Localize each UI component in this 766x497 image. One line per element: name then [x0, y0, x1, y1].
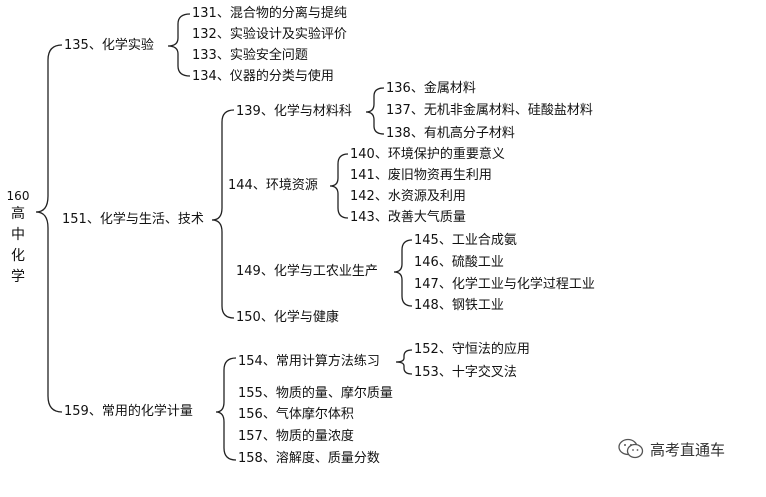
node-136: 136、金属材料: [386, 81, 476, 96]
brace-149: [393, 239, 413, 307]
watermark-text: 高考直通车: [650, 440, 726, 459]
node-135: 135、化学实验: [64, 38, 154, 53]
node-154: 154、常用计算方法练习: [238, 354, 380, 369]
node-157: 157、物质的量浓度: [238, 429, 354, 444]
brace-151: [211, 109, 235, 319]
node-150: 150、化学与健康: [236, 310, 339, 325]
node-158: 158、溶解度、质量分数: [238, 451, 380, 466]
node-131: 131、混合物的分离与提纯: [192, 6, 347, 21]
node-148: 148、钢铁工业: [414, 298, 504, 313]
root-label: 160 高 中 化 学: [6, 188, 30, 288]
node-139: 139、化学与材料科: [236, 104, 352, 119]
node-149: 149、化学与工农业生产: [236, 264, 378, 279]
node-151: 151、化学与生活、技术: [62, 212, 204, 227]
node-132: 132、实验设计及实验评价: [192, 27, 347, 42]
brace-144: [329, 153, 349, 219]
node-156: 156、气体摩尔体积: [238, 407, 354, 422]
node-159: 159、常用的化学计量: [64, 404, 193, 419]
brace-159: [215, 357, 237, 461]
brace-135: [167, 13, 191, 77]
node-138: 138、有机高分子材料: [386, 126, 515, 141]
node-141: 141、废旧物资再生利用: [350, 168, 492, 183]
node-134: 134、仪器的分类与使用: [192, 69, 334, 84]
brace-root: [35, 44, 63, 413]
root-char: 学: [11, 269, 25, 285]
node-155: 155、物质的量、摩尔质量: [238, 386, 393, 401]
node-146: 146、硫酸工业: [414, 255, 504, 270]
node-142: 142、水资源及利用: [350, 189, 466, 204]
node-145: 145、工业合成氨: [414, 233, 517, 248]
node-144: 144、环境资源: [228, 178, 318, 193]
root-char: 化: [11, 248, 25, 264]
node-147: 147、化学工业与化学过程工业: [414, 277, 595, 292]
root-char: 中: [11, 227, 25, 243]
brace-139: [365, 87, 385, 135]
root-char: 高: [11, 206, 25, 222]
root-number: 160: [6, 189, 30, 203]
node-133: 133、实验安全问题: [192, 48, 308, 63]
node-140: 140、环境保护的重要意义: [350, 147, 505, 162]
node-152: 152、守恒法的应用: [414, 342, 530, 357]
node-137: 137、无机非金属材料、硅酸盐材料: [386, 103, 593, 118]
node-153: 153、十字交叉法: [414, 365, 517, 380]
node-143: 143、改善大气质量: [350, 210, 466, 225]
wechat-icon: [618, 438, 644, 459]
brace-154: [395, 349, 413, 375]
watermark: 高考直通车: [618, 438, 725, 460]
